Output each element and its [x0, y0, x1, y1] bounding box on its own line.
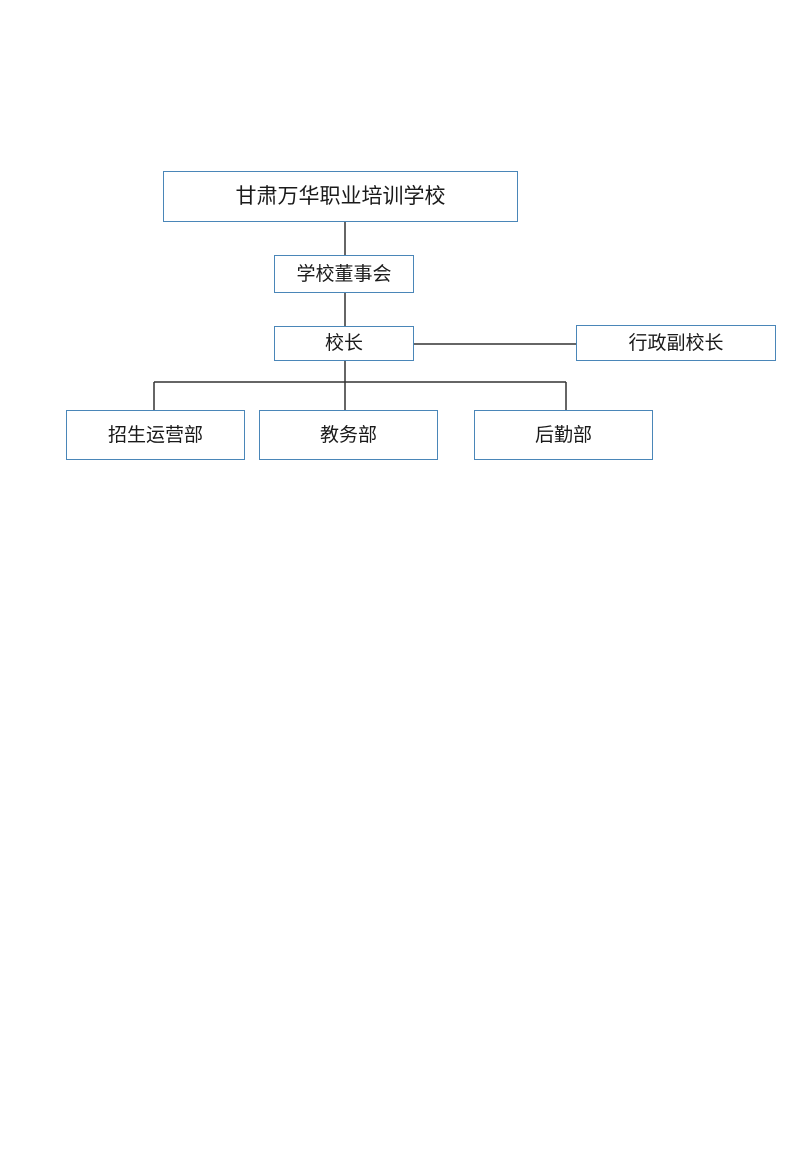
node-board-label: 学校董事会	[296, 262, 392, 285]
node-deputy-principal-label: 行政副校长	[628, 331, 724, 354]
node-dept-enrollment-label: 招生运营部	[107, 423, 203, 446]
node-dept-academic: 教务部	[259, 410, 438, 460]
node-school-label: 甘肃万华职业培训学校	[235, 184, 446, 208]
node-deputy-principal: 行政副校长	[576, 325, 776, 361]
node-board: 学校董事会	[274, 255, 414, 293]
node-principal: 校长	[274, 326, 414, 361]
node-principal-label: 校长	[324, 332, 363, 354]
node-dept-logistics: 后勤部	[474, 410, 653, 460]
node-dept-enrollment: 招生运营部	[66, 410, 245, 460]
node-dept-logistics-label: 后勤部	[534, 423, 592, 446]
node-school: 甘肃万华职业培训学校	[163, 171, 518, 222]
node-dept-academic-label: 教务部	[319, 423, 377, 446]
